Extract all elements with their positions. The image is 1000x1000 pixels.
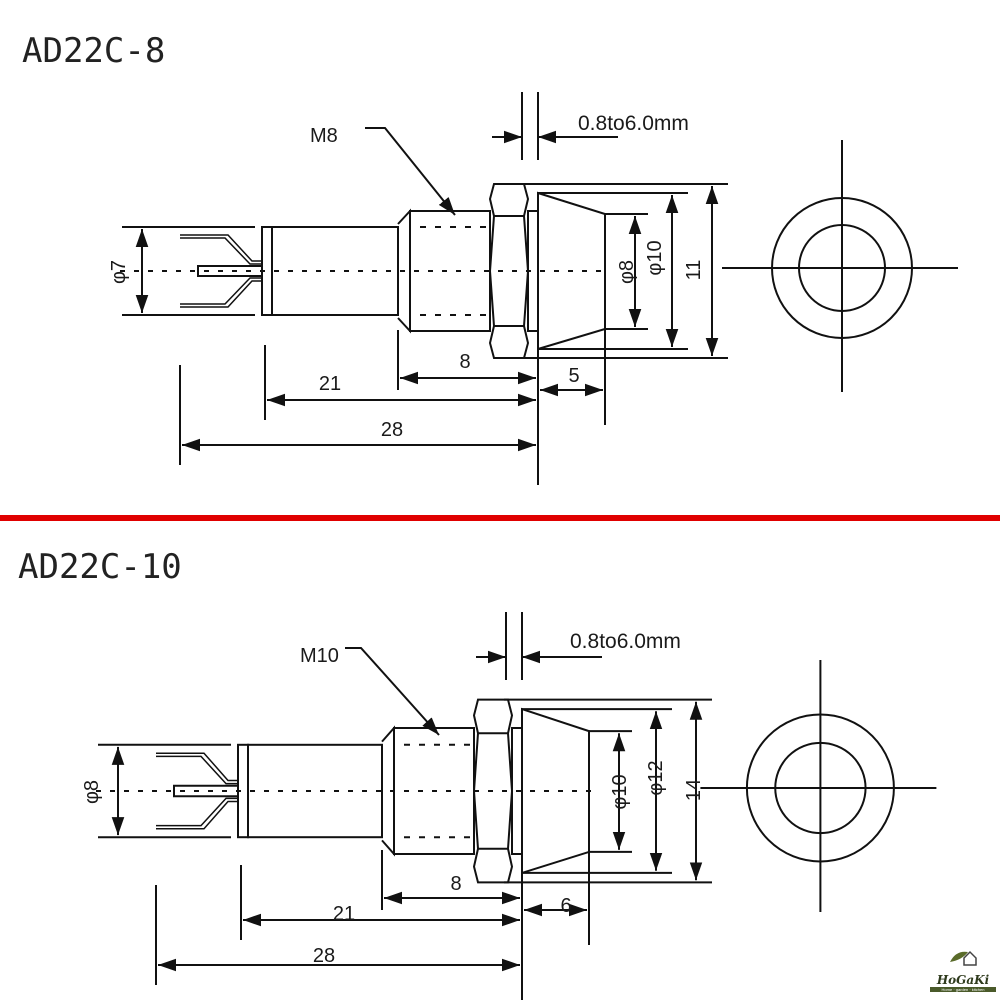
bezel-length-label: 6: [560, 895, 571, 917]
body-diameter-label: φ7: [108, 260, 130, 284]
thread-label: M10: [300, 645, 339, 667]
part-title: AD22C-10: [18, 547, 182, 587]
leaf-house-icon: [950, 950, 977, 966]
terminal-lead: [180, 277, 262, 308]
nut-size-label: 11: [683, 260, 705, 281]
thread-leader: [345, 647, 440, 736]
body: [271, 226, 399, 316]
bezel-length-label: 5: [568, 365, 579, 387]
logo-name: HoGaKi: [936, 973, 990, 987]
logo-tagline: Home · garden · kitchen: [930, 987, 996, 992]
total-length-label: 28: [381, 419, 403, 441]
part-ad22c-8: AD22C-8 M8 0.8to6.0mm φ7 φ8 φ10 11 8 21 …: [22, 31, 958, 485]
thread-length-label: 8: [459, 351, 470, 373]
thread-leader: [365, 127, 456, 216]
terminal-lead: [180, 234, 262, 265]
body-length-label: 21: [333, 903, 355, 925]
body: [247, 743, 383, 839]
thread-length-label: 8: [450, 873, 461, 895]
panel-thickness-label: 0.8to6.0mm: [578, 112, 689, 135]
brand-logo: HoGaKi Home · garden · kitchen: [930, 948, 996, 992]
nut-size-label: 14: [683, 779, 705, 801]
terminal-lead: [156, 797, 238, 830]
body-length-label: 21: [319, 373, 341, 395]
panel-thickness-label: 0.8to6.0mm: [570, 630, 681, 653]
hex-nut: [488, 183, 530, 359]
section-divider: [0, 515, 1000, 521]
thread: [409, 210, 491, 332]
lens-diameter-label: φ8: [616, 260, 638, 284]
part-title: AD22C-8: [22, 31, 165, 71]
bezel-diameter-label: φ10: [644, 240, 666, 275]
terminal-lead: [156, 752, 238, 785]
lens-diameter-label: φ10: [609, 774, 631, 809]
bezel-diameter-label: φ12: [645, 760, 667, 795]
part-ad22c-10: AD22C-10 M10 0.8to6.0mm φ8 φ10 φ12 14 8 …: [18, 547, 937, 1000]
thread-label: M8: [310, 125, 338, 147]
total-length-label: 28: [313, 945, 335, 967]
body-diameter-label: φ8: [81, 780, 103, 804]
